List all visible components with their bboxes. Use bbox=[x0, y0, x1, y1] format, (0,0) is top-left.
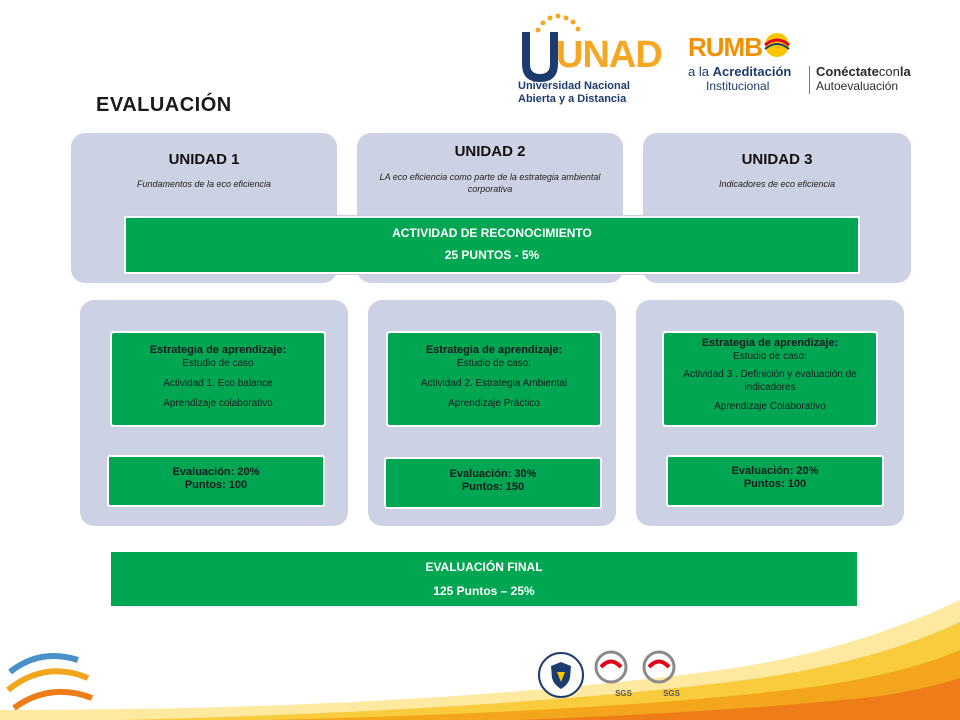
rumbo-line1-bold: Acreditación bbox=[712, 64, 792, 79]
rumbo-right-bold: Conéctate bbox=[816, 64, 879, 79]
strategy-3-title: Estrategia de aprendizaje: bbox=[701, 337, 839, 349]
evaluation-3-points: Puntos: 100 bbox=[743, 478, 807, 490]
rumbo-divider bbox=[809, 66, 810, 94]
rumbo-line2: Institucional bbox=[706, 79, 770, 93]
unit-2-subtitle: LA eco eficiencia como parte de la estra… bbox=[379, 172, 601, 194]
unad-line2: Abierta y a Distancia bbox=[518, 93, 627, 105]
swoosh-decoration bbox=[0, 600, 960, 720]
evaluation-2-percent: Evaluación: 30% bbox=[449, 468, 537, 480]
evaluation-1-percent: Evaluación: 20% bbox=[172, 466, 260, 478]
rumbo-right-thin: con bbox=[878, 64, 900, 79]
strategy-3-type: Estudio de caso: bbox=[733, 351, 807, 362]
sgs-seal-label-2: SGS bbox=[663, 689, 680, 698]
strategy-2-type: Estudio de caso: bbox=[457, 358, 531, 369]
strategy-3-mode: Aprendizaje Colaborativo bbox=[714, 401, 826, 412]
rumbo-right-line1: Conéctateconla bbox=[816, 64, 911, 79]
rumbo-wordmark: RUMB bbox=[688, 32, 763, 62]
strategy-2-title: Estrategia de aprendizaje: bbox=[425, 344, 563, 356]
unit-1-subtitle: Fundamentos de la eco eficiencia bbox=[136, 179, 272, 189]
strategy-1-title: Estrategia de aprendizaje: bbox=[149, 344, 287, 356]
unit-3-subtitle: Indicadores de eco eficiencia bbox=[718, 179, 836, 189]
shield-seal-icon bbox=[538, 652, 584, 698]
rumbo-right-line2: Autoevaluación bbox=[816, 79, 899, 93]
final-evaluation-bar: EVALUACIÓN FINAL 125 Puntos – 25% bbox=[111, 552, 857, 606]
recognition-line2: 25 PUNTOS - 5% bbox=[444, 248, 540, 262]
unad-line1: Universidad Nacional bbox=[518, 80, 630, 92]
recognition-line1: ACTIVIDAD DE RECONOCIMIENTO bbox=[392, 226, 592, 240]
strategy-3-activity: Actividad 3 . Definición y evaluación de… bbox=[683, 369, 857, 393]
unad-logo: UNAD Universidad Nacional Abierta y a Di… bbox=[516, 12, 663, 108]
recognition-activity-bar: ACTIVIDAD DE RECONOCIMIENTO 25 PUNTOS - … bbox=[124, 216, 860, 274]
rumbo-right-bold2: la bbox=[899, 64, 911, 79]
sgs-seal-label-1: SGS bbox=[615, 689, 632, 698]
evaluation-box-2: Evaluación: 30% Puntos: 150 bbox=[384, 457, 602, 509]
rumbo-line1-prefix: a la bbox=[688, 64, 713, 79]
strategy-1-type: Estudio de caso bbox=[182, 358, 254, 369]
evaluation-box-3: Evaluación: 20% Puntos: 100 bbox=[666, 455, 884, 507]
page-title: EVALUACIÓN bbox=[96, 94, 232, 116]
final-evaluation-line2: 125 Puntos – 25% bbox=[433, 584, 535, 598]
unad-wordmark: UNAD bbox=[556, 34, 663, 76]
strategy-2-activity: Actividad 2. Estrategia Ambiental bbox=[420, 378, 568, 389]
strategy-2-mode: Aprendizaje Práctico bbox=[448, 398, 540, 409]
evaluation-3-percent: Evaluación: 20% bbox=[731, 465, 819, 477]
final-evaluation-line1: EVALUACIÓN FINAL bbox=[425, 560, 543, 574]
unit-1-title: UNIDAD 1 bbox=[168, 151, 240, 168]
evaluation-2-points: Puntos: 150 bbox=[461, 481, 525, 493]
rumbo-globe-icon bbox=[764, 33, 790, 57]
unad-dots-icon bbox=[522, 13, 581, 82]
evaluation-1-points: Puntos: 100 bbox=[184, 479, 248, 491]
strategy-box-1: Estrategia de aprendizaje: Estudio de ca… bbox=[110, 331, 326, 427]
strategy-1-mode: Aprendizaje colaborativo bbox=[163, 398, 273, 409]
unit-3-title: UNIDAD 3 bbox=[741, 151, 813, 168]
rumbo-line1: a la Acreditación bbox=[688, 64, 791, 79]
sgs-seal-icon: SGS bbox=[590, 650, 632, 698]
strategy-box-2: Estrategia de aprendizaje: Estudio de ca… bbox=[386, 331, 602, 427]
sgs-seal-icon: SGS bbox=[638, 650, 680, 698]
strategy-1-activity: Actividad 1. Eco balance bbox=[163, 378, 273, 389]
evaluation-box-1: Evaluación: 20% Puntos: 100 bbox=[107, 455, 325, 507]
rumbo-logo: RUMB a la Acreditación Institucional Con… bbox=[688, 30, 928, 100]
unit-2-title: UNIDAD 2 bbox=[454, 143, 526, 160]
strategy-box-3: Estrategia de aprendizaje: Estudio de ca… bbox=[662, 331, 878, 427]
